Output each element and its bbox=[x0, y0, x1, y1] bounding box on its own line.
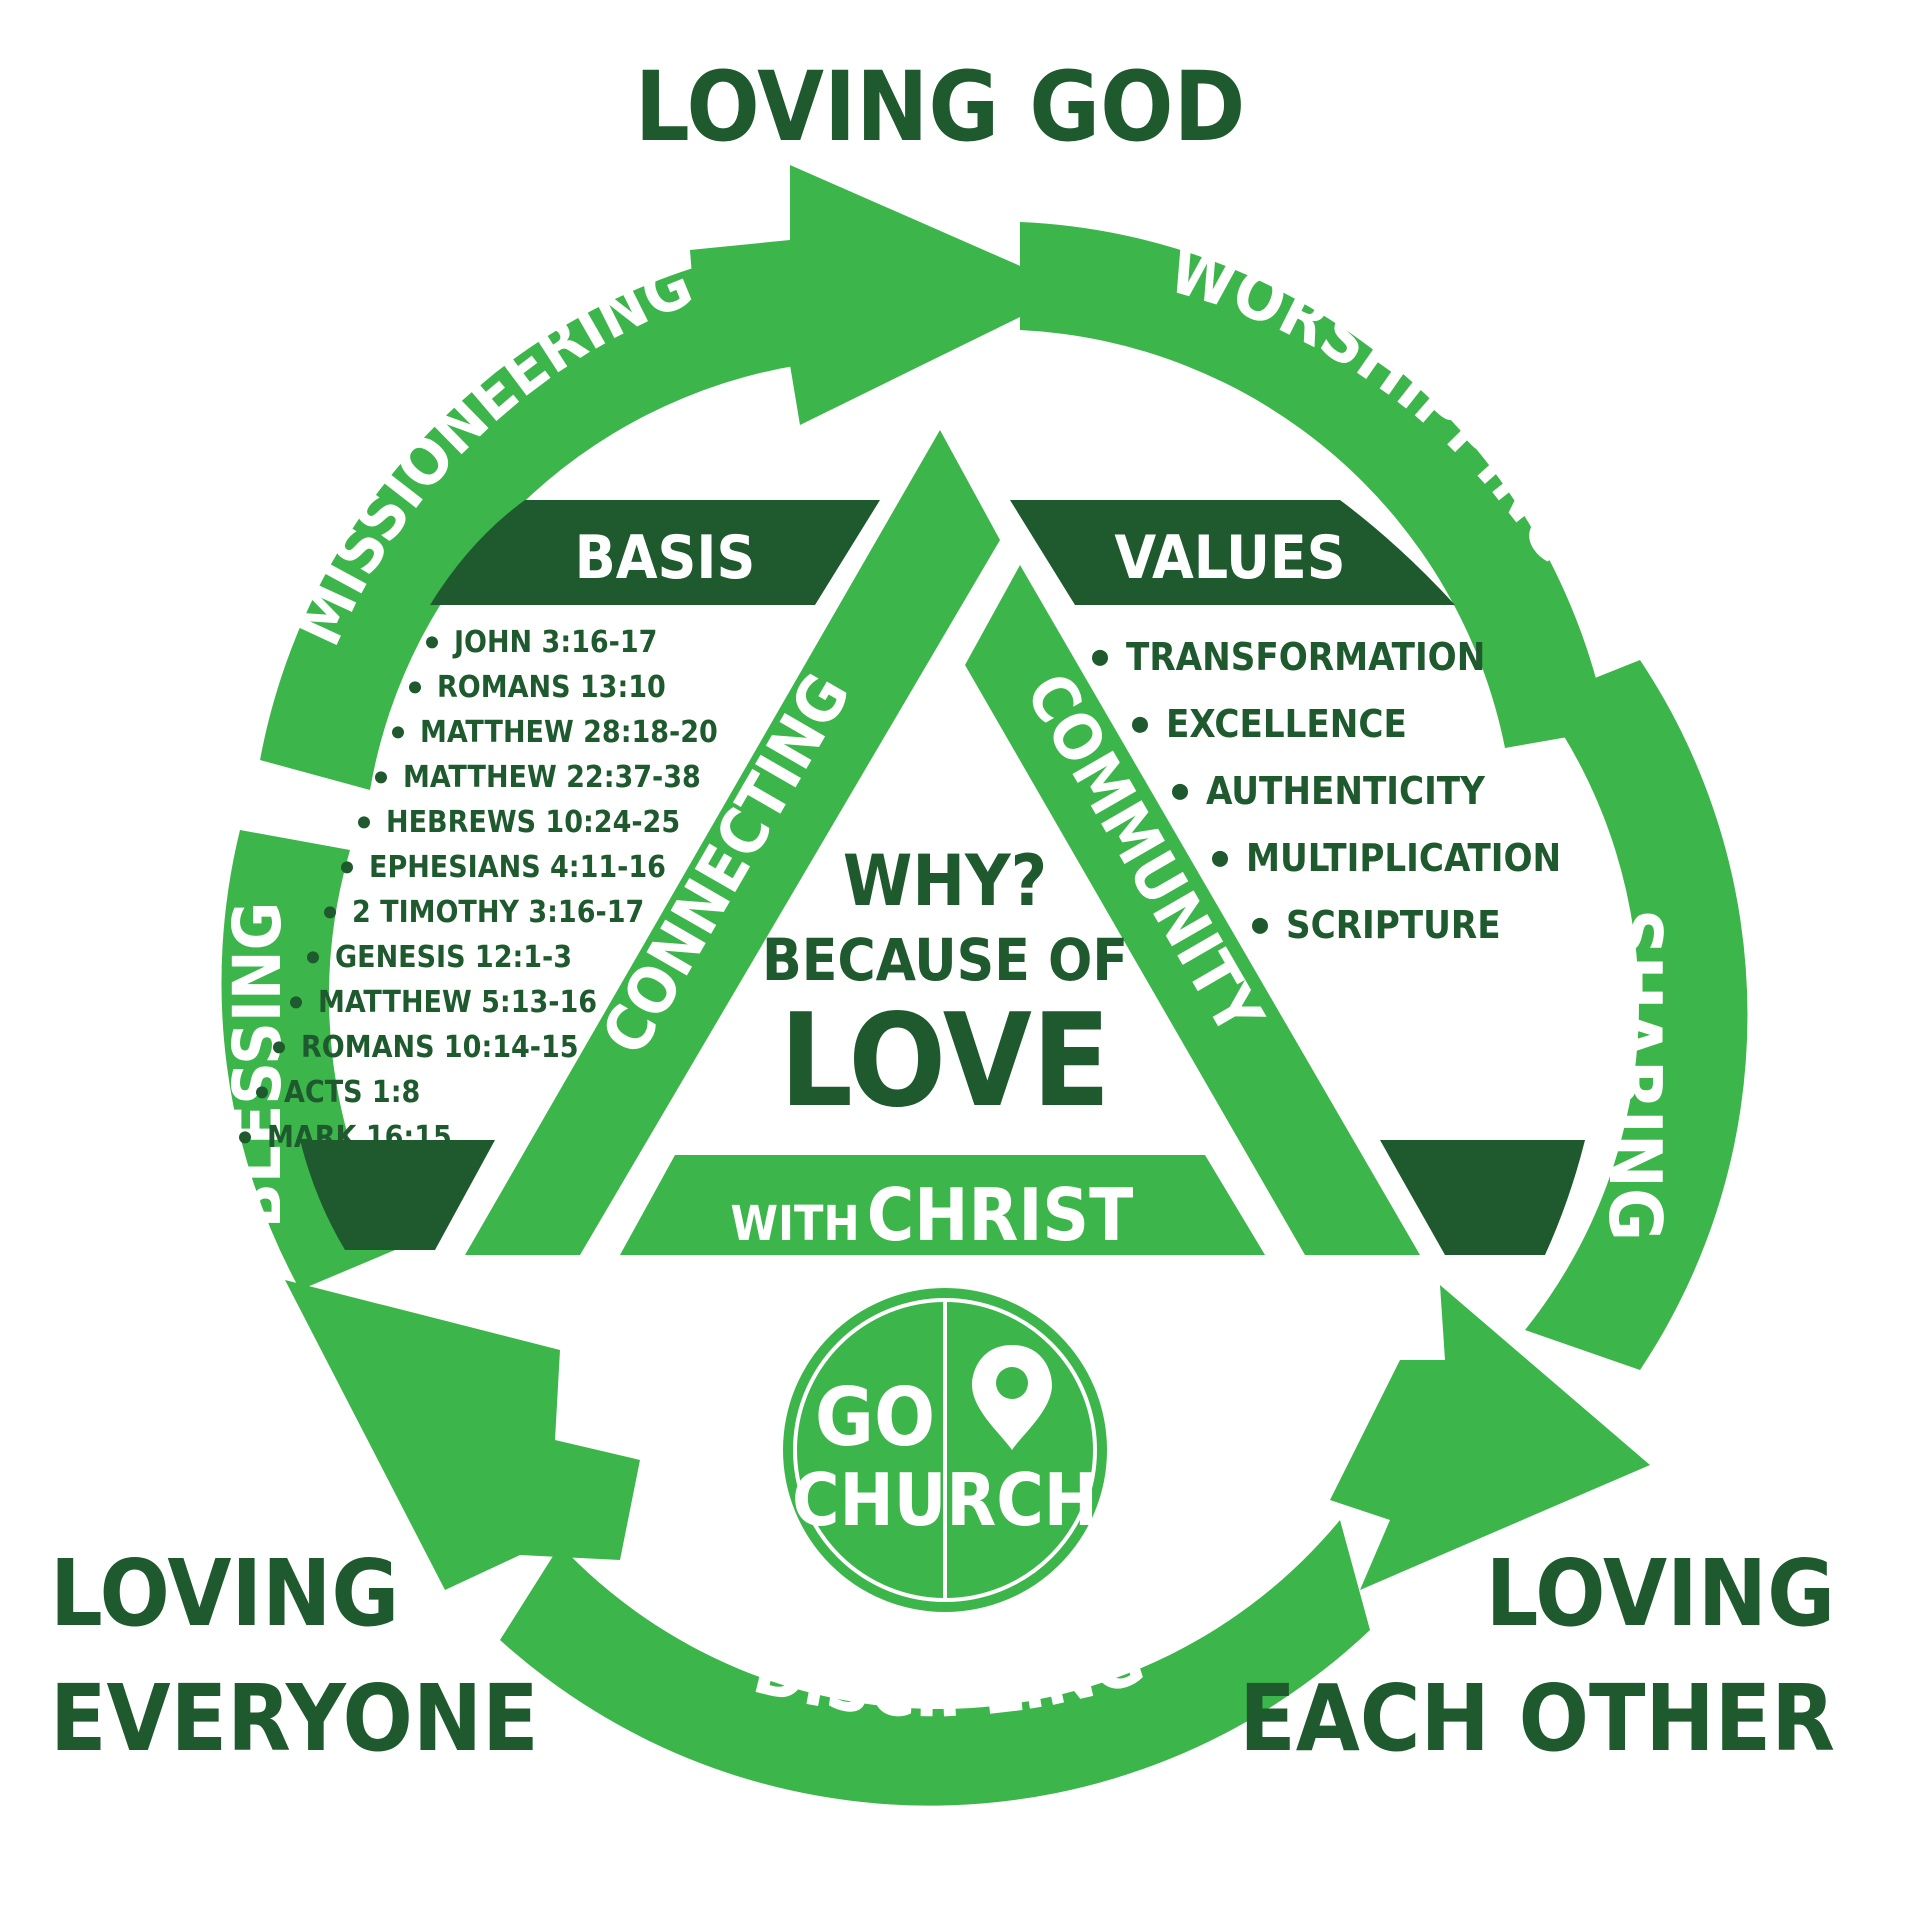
basis-bullet bbox=[341, 861, 353, 874]
blessing-label: BLESSING bbox=[219, 902, 296, 1229]
basis-item: MARK 16:15 bbox=[267, 1120, 452, 1155]
values-item: TRANSFORMATION bbox=[1126, 635, 1485, 679]
basis-bottom-panel bbox=[300, 1140, 495, 1250]
basis-bullet bbox=[290, 996, 302, 1009]
triangle-left-side bbox=[465, 430, 1000, 1255]
basis-bullet bbox=[239, 1131, 251, 1144]
basis-bullet bbox=[358, 816, 370, 829]
basis-bullet bbox=[375, 771, 387, 784]
basis-bullet bbox=[426, 636, 438, 649]
values-section: VALUES TRANSFORMATION EXCELLENCE AUTHENTIC… bbox=[1092, 523, 1561, 947]
values-bullet bbox=[1212, 850, 1228, 867]
dark-panels bbox=[300, 500, 1585, 1255]
basis-item: EPHESIANS 4:11-16 bbox=[369, 850, 666, 885]
basis-item: MATTHEW 22:37-38 bbox=[403, 760, 701, 795]
values-bullet bbox=[1092, 649, 1108, 666]
basis-item: MATTHEW 5:13-16 bbox=[318, 985, 597, 1020]
values-bullet bbox=[1252, 917, 1268, 934]
values-title: VALUES bbox=[1114, 523, 1345, 593]
values-bullet bbox=[1172, 783, 1188, 800]
go-church-logo: GO CHURCH bbox=[783, 1288, 1107, 1612]
why-text: WHY? bbox=[843, 840, 1047, 922]
basis-item: GENESIS 12:1-3 bbox=[335, 940, 572, 975]
arrowhead-loving-god bbox=[690, 165, 1075, 425]
triangle: CONNECTING COMMUNITY WITH CHRIST bbox=[465, 430, 1420, 1257]
values-item: SCRIPTURE bbox=[1286, 903, 1501, 947]
basis-item: JOHN 3:16-17 bbox=[452, 625, 657, 660]
values-list: TRANSFORMATION EXCELLENCE AUTHENTICITY MULT… bbox=[1092, 635, 1561, 947]
logo-church-text: CHURCH bbox=[792, 1458, 1098, 1542]
love-text: LOVE bbox=[779, 987, 1110, 1136]
christ-label: CHRIST bbox=[867, 1173, 1134, 1257]
sharing-label: SHARING bbox=[1593, 909, 1677, 1241]
basis-bullet bbox=[273, 1041, 285, 1054]
basis-title: BASIS bbox=[575, 523, 756, 593]
basis-bullet bbox=[256, 1086, 268, 1099]
loving-god-heading: LOVING GOD bbox=[635, 51, 1246, 163]
ring-segment-bottom bbox=[500, 1520, 1370, 1806]
center-text: WHY? BECAUSE OF LOVE bbox=[762, 840, 1128, 1136]
logo-go-text: GO bbox=[815, 1371, 935, 1464]
loving-everyone-line2: EVERYONE bbox=[50, 1665, 539, 1772]
basis-bullet bbox=[409, 681, 421, 694]
basis-item: ACTS 1:8 bbox=[284, 1075, 420, 1110]
basis-bullet bbox=[392, 726, 404, 739]
cycle-ring bbox=[221, 165, 1748, 1806]
because-of-text: BECAUSE OF bbox=[762, 926, 1128, 994]
basis-item: 2 TIMOTHY 3:16-17 bbox=[352, 895, 644, 930]
ring-segment-top-right bbox=[1020, 222, 1608, 748]
with-label: WITH bbox=[730, 1196, 859, 1252]
basis-item: HEBREWS 10:24-25 bbox=[386, 805, 680, 840]
ring-segment-top-left bbox=[260, 245, 800, 790]
basis-bullet bbox=[324, 906, 336, 919]
values-bullet bbox=[1132, 716, 1148, 733]
basis-bullet bbox=[307, 951, 319, 964]
loving-each-other-line2: EACH OTHER bbox=[1239, 1665, 1835, 1772]
basis-item: MATTHEW 28:18-20 bbox=[420, 715, 718, 750]
values-item: MULTIPLICATION bbox=[1246, 836, 1561, 880]
values-item: AUTHENTICITY bbox=[1206, 769, 1486, 813]
basis-item: ROMANS 13:10 bbox=[437, 670, 666, 705]
corner-headings: LOVING GOD LOVING EVERYONE LOVING EACH O… bbox=[50, 51, 1835, 1772]
values-item: EXCELLENCE bbox=[1166, 702, 1407, 746]
values-header-panel bbox=[1010, 500, 1455, 605]
triangle-base bbox=[620, 1155, 1265, 1255]
basis-header-panel bbox=[430, 500, 880, 605]
basis-item: ROMANS 10:14-15 bbox=[301, 1030, 579, 1065]
map-pin-icon bbox=[972, 1345, 1052, 1450]
arrowhead-loving-everyone bbox=[285, 1280, 640, 1590]
loving-everyone-line1: LOVING bbox=[50, 1540, 399, 1647]
values-bottom-panel bbox=[1380, 1140, 1585, 1255]
arrowhead-loving-each-other bbox=[1330, 1285, 1650, 1590]
triangle-right-side bbox=[965, 565, 1420, 1255]
loving-each-other-line1: LOVING bbox=[1486, 1540, 1835, 1647]
ring-segment-right bbox=[1525, 660, 1748, 1370]
